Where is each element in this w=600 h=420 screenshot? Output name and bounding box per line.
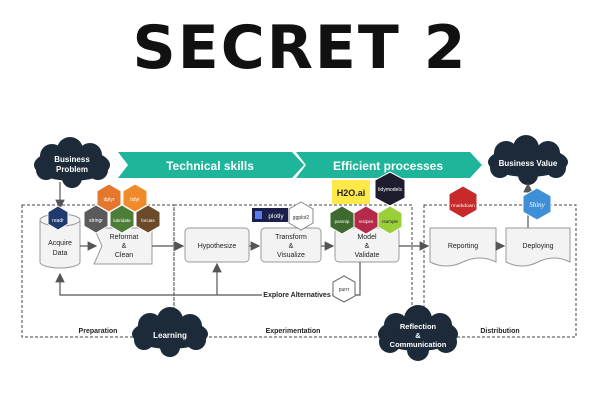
cloud-business-value: Business Value: [488, 135, 568, 185]
banner-efficient-label: Efficient processes: [333, 159, 443, 173]
learning-label: Learning: [153, 331, 187, 340]
step-hypothesize: Hypothesize: [184, 227, 250, 263]
svg-text:lubridate: lubridate: [113, 218, 131, 223]
readr-logo-icon: readr: [47, 205, 69, 231]
svg-text:recipes: recipes: [359, 219, 374, 224]
cloud-learning: Learning: [132, 307, 208, 357]
model-line3: Validate: [355, 252, 380, 259]
step-model-validate: Model & Validate: [334, 227, 400, 263]
acquire-line1: Acquire: [48, 240, 72, 247]
phase-preparation: Preparation: [79, 328, 118, 335]
feedback-loop: [55, 262, 361, 296]
h2o-logo-icon: H2O.ai: [332, 180, 370, 204]
step-reporting: Reporting: [429, 227, 497, 267]
business-problem-line2: Problem: [56, 165, 88, 174]
svg-text:rsample: rsample: [382, 219, 399, 224]
forcats-logo-icon: forcats: [135, 204, 161, 234]
phase-distribution: Distribution: [480, 328, 519, 335]
banner-technical-skills: Technical skills: [118, 152, 304, 178]
transform-line1: Transform: [275, 234, 307, 241]
shiny-logo-icon: Shiny: [522, 187, 552, 221]
step-deploying: Deploying: [505, 227, 571, 267]
cloud-business-problem: Business Problem: [34, 137, 110, 188]
svg-text:rmarkdown: rmarkdown: [451, 203, 475, 209]
svg-text:parsnip: parsnip: [335, 219, 350, 224]
plotly-logo-icon: plotly: [252, 208, 288, 222]
business-problem-line1: Business: [54, 155, 90, 164]
reflection-line2: &: [415, 331, 421, 340]
svg-text:readr: readr: [52, 218, 64, 224]
stringr-logo-icon: stringr: [83, 204, 109, 234]
model-line1: Model: [357, 234, 377, 241]
svg-text:purrr: purrr: [339, 287, 350, 293]
model-line2: &: [365, 243, 370, 250]
svg-text:ggplot2: ggplot2: [293, 215, 310, 221]
rsample-logo-icon: rsample: [377, 205, 403, 235]
cloud-reflection-communication: Reflection & Communication: [378, 305, 458, 361]
svg-text:forcats: forcats: [141, 218, 155, 223]
tidyr-logo-icon: tidyr: [122, 183, 148, 213]
reflection-line1: Reflection: [400, 322, 437, 331]
dplyr-logo-icon: dplyr: [96, 183, 122, 213]
banner-technical-label: Technical skills: [166, 159, 254, 173]
ggplot2-logo-icon: ggplot2: [288, 201, 314, 231]
svg-text:H2O.ai: H2O.ai: [337, 188, 366, 198]
reporting-label: Reporting: [448, 243, 478, 250]
svg-text:dplyr: dplyr: [104, 197, 115, 203]
reformat-line2: &: [122, 243, 127, 250]
reflection-line3: Communication: [390, 340, 447, 349]
page-title: SECRET 2: [132, 13, 468, 83]
distribution-boundary: [423, 204, 577, 338]
banner-efficient-processes: Efficient processes: [296, 152, 482, 178]
svg-text:tidymodels: tidymodels: [378, 187, 402, 193]
purrr-logo-icon: purrr: [332, 275, 356, 303]
business-value-label: Business Value: [499, 159, 558, 168]
step-transform-visualize: Transform & Visualize: [260, 227, 322, 263]
transform-line2: &: [289, 243, 294, 250]
transform-line3: Visualize: [277, 252, 305, 259]
svg-text:stringr: stringr: [89, 218, 103, 224]
hypothesize-label: Hypothesize: [198, 243, 237, 250]
explore-alternatives-label: Explore Alternatives: [263, 292, 331, 299]
reformat-line1: Reformat: [110, 234, 139, 241]
svg-text:plotly: plotly: [268, 213, 284, 220]
rmarkdown-logo-icon: rmarkdown: [448, 185, 478, 219]
acquire-line2: Data: [53, 250, 68, 257]
lubridate-logo-icon: lubridate: [109, 204, 135, 234]
reformat-line3: Clean: [115, 252, 133, 259]
deploying-label: Deploying: [522, 243, 553, 250]
phase-experimentation: Experimentation: [266, 328, 321, 335]
step-reformat-clean: Reformat & Clean: [93, 227, 153, 265]
svg-text:tidyr: tidyr: [130, 197, 140, 203]
tidymodels-logo-icon: tidymodels: [374, 171, 406, 207]
svg-text:Shiny: Shiny: [529, 201, 545, 209]
